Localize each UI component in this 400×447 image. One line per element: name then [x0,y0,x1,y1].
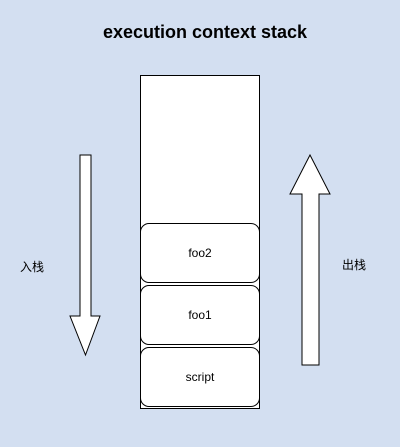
stack-frame-foo2: foo2 [140,223,260,283]
frame-label: foo2 [188,246,212,260]
stack-frame-script: script [140,347,260,407]
frame-label: script [185,370,215,384]
stack-frame-foo1: foo1 [140,285,260,345]
push-label: 入栈 [20,260,45,274]
diagram-title: execution context stack [102,22,308,42]
pop-label: 出栈 [342,258,367,272]
frame-label: foo1 [188,308,212,322]
